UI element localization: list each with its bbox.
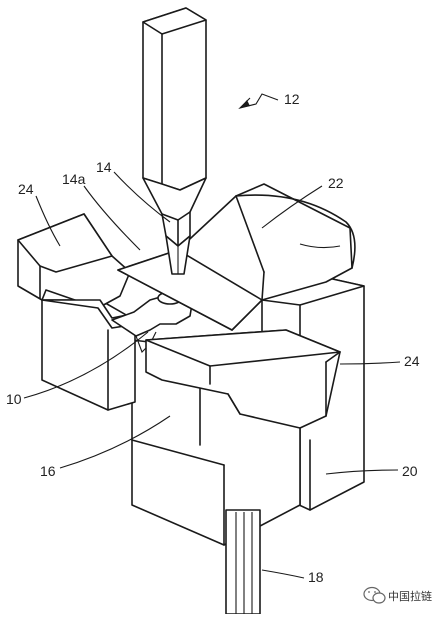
leader-20 [325,469,399,475]
anvil-plate-22 [117,183,356,331]
label-12: 12 [284,91,300,107]
label-14a: 14a [62,171,86,187]
watermark: 中国拉链 [363,586,432,604]
label-16: 16 [40,463,56,479]
label-20: 20 [402,463,418,479]
label-10: 10 [6,391,22,407]
leader-18 [261,569,305,579]
shaft-18 [225,509,261,615]
watermark-text: 中国拉链 [388,589,432,603]
label-18: 18 [308,569,324,585]
leader-14 [113,171,171,223]
reference-numerals: 12 14 14a 24 22 24 10 16 20 18 [6,91,420,585]
label-22: 22 [328,175,344,191]
leader-14a [83,185,141,251]
leader-16 [59,415,171,469]
arrow-12-head [240,100,250,108]
label-24-left: 24 [18,181,34,197]
leader-24-left [35,195,61,247]
leader-10 [23,331,149,399]
leader-22 [261,185,323,229]
leader-lines [23,93,401,579]
punch-14 [142,7,207,275]
leader-24-right [339,361,401,365]
slider-24-right [145,329,341,429]
wechat-bubble-icon [363,586,386,604]
label-14: 14 [96,159,112,175]
label-24-right: 24 [404,353,420,369]
